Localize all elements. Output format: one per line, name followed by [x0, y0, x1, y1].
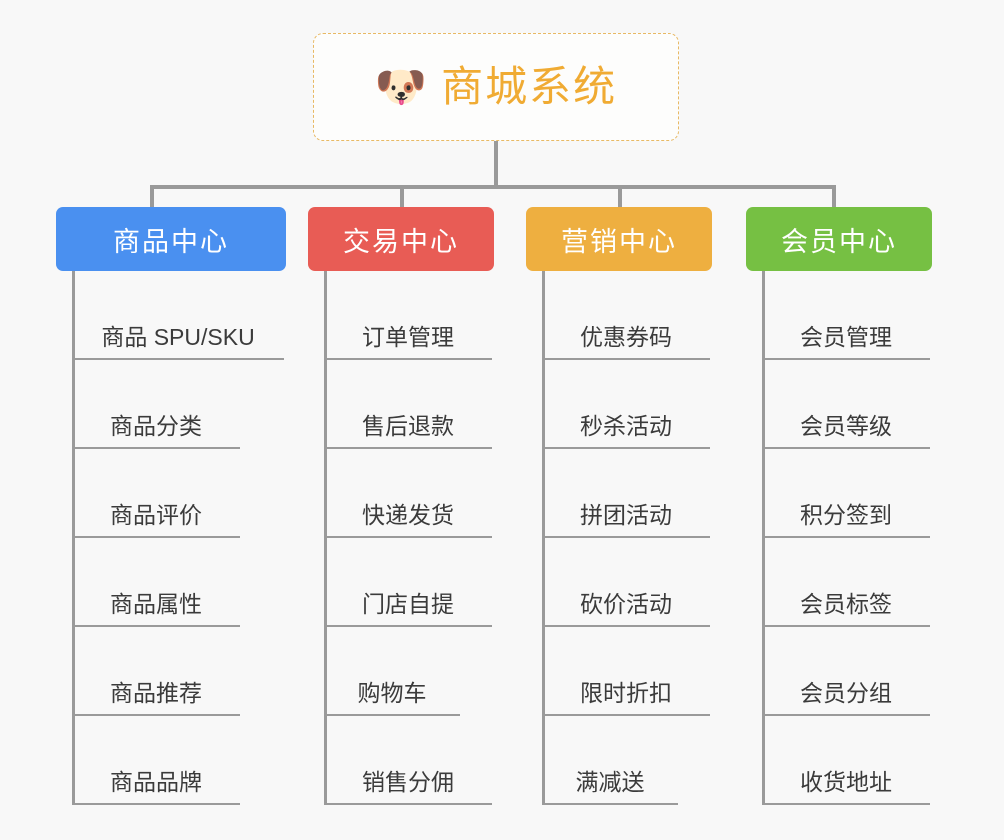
- category-column-1: 商品中心 商品 SPU/SKU 商品分类 商品评价 商品属性 商品推荐 商品品牌: [56, 207, 286, 805]
- category-column-4: 会员中心 会员管理 会员等级 积分签到 会员标签 会员分组 收货地址: [746, 207, 932, 805]
- leaf-label: 会员等级: [800, 412, 892, 439]
- leaf-item[interactable]: 积分签到: [762, 449, 930, 538]
- category-header-label: 交易中心: [343, 226, 459, 257]
- leaf-list-1: 商品 SPU/SKU 商品分类 商品评价 商品属性 商品推荐 商品品牌: [56, 271, 286, 805]
- leaf-label: 会员标签: [800, 590, 892, 617]
- category-column-2: 交易中心 订单管理 售后退款 快递发货 门店自提 购物车 销售分佣: [308, 207, 494, 805]
- category-header-label: 商品中心: [113, 226, 229, 257]
- leaf-item[interactable]: 砍价活动: [542, 538, 710, 627]
- leaf-list-4: 会员管理 会员等级 积分签到 会员标签 会员分组 收货地址: [746, 271, 932, 805]
- leaf-label: 收货地址: [800, 768, 892, 795]
- category-header-1[interactable]: 商品中心: [56, 207, 286, 271]
- leaf-item[interactable]: 会员标签: [762, 538, 930, 627]
- connector-drop-4: [832, 185, 836, 209]
- leaf-item[interactable]: 门店自提: [324, 538, 492, 627]
- leaf-item[interactable]: 会员分组: [762, 627, 930, 716]
- leaf-item[interactable]: 订单管理: [324, 271, 492, 360]
- leaf-item[interactable]: 商品 SPU/SKU: [72, 271, 284, 360]
- leaf-item[interactable]: 收货地址: [762, 716, 930, 805]
- leaf-label: 商品品牌: [110, 768, 202, 795]
- connector-spine-2: [324, 271, 327, 805]
- leaf-label: 商品推荐: [110, 679, 202, 706]
- connector-horizontal-bus: [150, 185, 836, 189]
- leaf-label: 拼团活动: [580, 501, 672, 528]
- leaf-label: 积分签到: [800, 501, 892, 528]
- category-header-3[interactable]: 营销中心: [526, 207, 712, 271]
- leaf-item[interactable]: 商品品牌: [72, 716, 240, 805]
- category-header-2[interactable]: 交易中心: [308, 207, 494, 271]
- leaf-item[interactable]: 会员管理: [762, 271, 930, 360]
- category-column-3: 营销中心 优惠券码 秒杀活动 拼团活动 砍价活动 限时折扣 满减送: [526, 207, 712, 805]
- connector-drop-3: [618, 185, 622, 209]
- leaf-item[interactable]: 售后退款: [324, 360, 492, 449]
- leaf-label: 会员分组: [800, 679, 892, 706]
- leaf-label: 砍价活动: [580, 590, 672, 617]
- leaf-label: 快递发货: [362, 501, 454, 528]
- connector-spine-1: [72, 271, 75, 805]
- leaf-item[interactable]: 会员等级: [762, 360, 930, 449]
- leaf-item[interactable]: 销售分佣: [324, 716, 492, 805]
- connector-spine-3: [542, 271, 545, 805]
- leaf-item[interactable]: 优惠券码: [542, 271, 710, 360]
- connector-spine-4: [762, 271, 765, 805]
- leaf-item[interactable]: 商品评价: [72, 449, 240, 538]
- leaf-item[interactable]: 商品分类: [72, 360, 240, 449]
- leaf-label: 商品 SPU/SKU: [101, 323, 255, 350]
- leaf-label: 商品分类: [110, 412, 202, 439]
- leaf-item[interactable]: 商品属性: [72, 538, 240, 627]
- leaf-item[interactable]: 拼团活动: [542, 449, 710, 538]
- leaf-item[interactable]: 满减送: [542, 716, 678, 805]
- leaf-item[interactable]: 购物车: [324, 627, 460, 716]
- connector-drop-2: [400, 185, 404, 209]
- leaf-item[interactable]: 快递发货: [324, 449, 492, 538]
- leaf-list-3: 优惠券码 秒杀活动 拼团活动 砍价活动 限时折扣 满减送: [526, 271, 712, 805]
- leaf-item[interactable]: 秒杀活动: [542, 360, 710, 449]
- leaf-label: 购物车: [357, 679, 427, 706]
- root-node[interactable]: 🐶 商城系统: [313, 33, 679, 141]
- leaf-label: 订单管理: [362, 323, 454, 350]
- leaf-item[interactable]: 商品推荐: [72, 627, 240, 716]
- leaf-label: 满减送: [575, 768, 645, 795]
- leaf-label: 售后退款: [362, 412, 454, 439]
- root-title: 商城系统: [441, 63, 618, 110]
- category-header-label: 会员中心: [781, 226, 897, 257]
- leaf-item[interactable]: 限时折扣: [542, 627, 710, 716]
- leaf-label: 秒杀活动: [580, 412, 672, 439]
- leaf-label: 商品评价: [110, 501, 202, 528]
- leaf-label: 限时折扣: [580, 679, 672, 706]
- leaf-label: 优惠券码: [580, 323, 672, 350]
- connector-root-stem: [494, 141, 498, 187]
- connector-drop-1: [150, 185, 154, 209]
- leaf-label: 销售分佣: [362, 768, 454, 795]
- category-header-4[interactable]: 会员中心: [746, 207, 932, 271]
- leaf-label: 会员管理: [800, 323, 892, 350]
- shiba-dog-face-icon: 🐶: [374, 63, 428, 110]
- leaf-label: 门店自提: [362, 590, 454, 617]
- leaf-label: 商品属性: [110, 590, 202, 617]
- category-header-label: 营销中心: [561, 226, 677, 257]
- leaf-list-2: 订单管理 售后退款 快递发货 门店自提 购物车 销售分佣: [308, 271, 494, 805]
